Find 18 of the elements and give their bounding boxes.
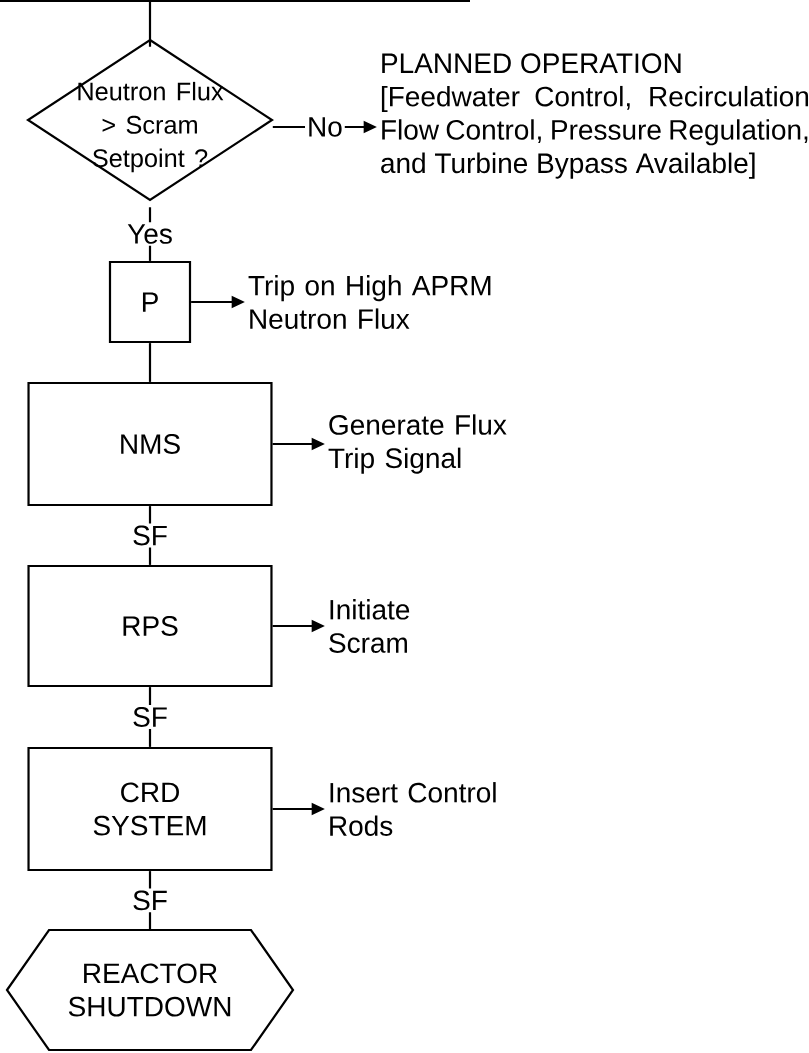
process-box: NMS [27,381,273,507]
process-box: P [108,260,192,344]
note-text: Trip on High APRM Neutron Flux [248,275,491,329]
edge-label: SF [130,888,170,913]
process-box: RPS [27,564,273,688]
process-box: CRD SYSTEM [27,746,273,872]
note-text: Generate Flux Trip Signal [328,414,507,474]
note-text: PLANNED OPERATION [382,53,681,74]
edge-label: Yes [125,222,175,246]
edge-label: SF [130,705,170,729]
note-text: [Feedwater Control, Recirculation Flow Control, Pressure Regulation, and Turbine Bypass Available] [381,85,809,179]
note-text: Insert Control Rods [330,782,496,836]
connector-line [148,343,152,382]
terminal-hexagon: REACTOR SHUTDOWN [5,928,295,1052]
edge-label: No [305,115,345,139]
edge-label: SF [130,523,170,548]
note-text: Initiate Scram [329,599,410,653]
connector-line [0,0,472,48]
